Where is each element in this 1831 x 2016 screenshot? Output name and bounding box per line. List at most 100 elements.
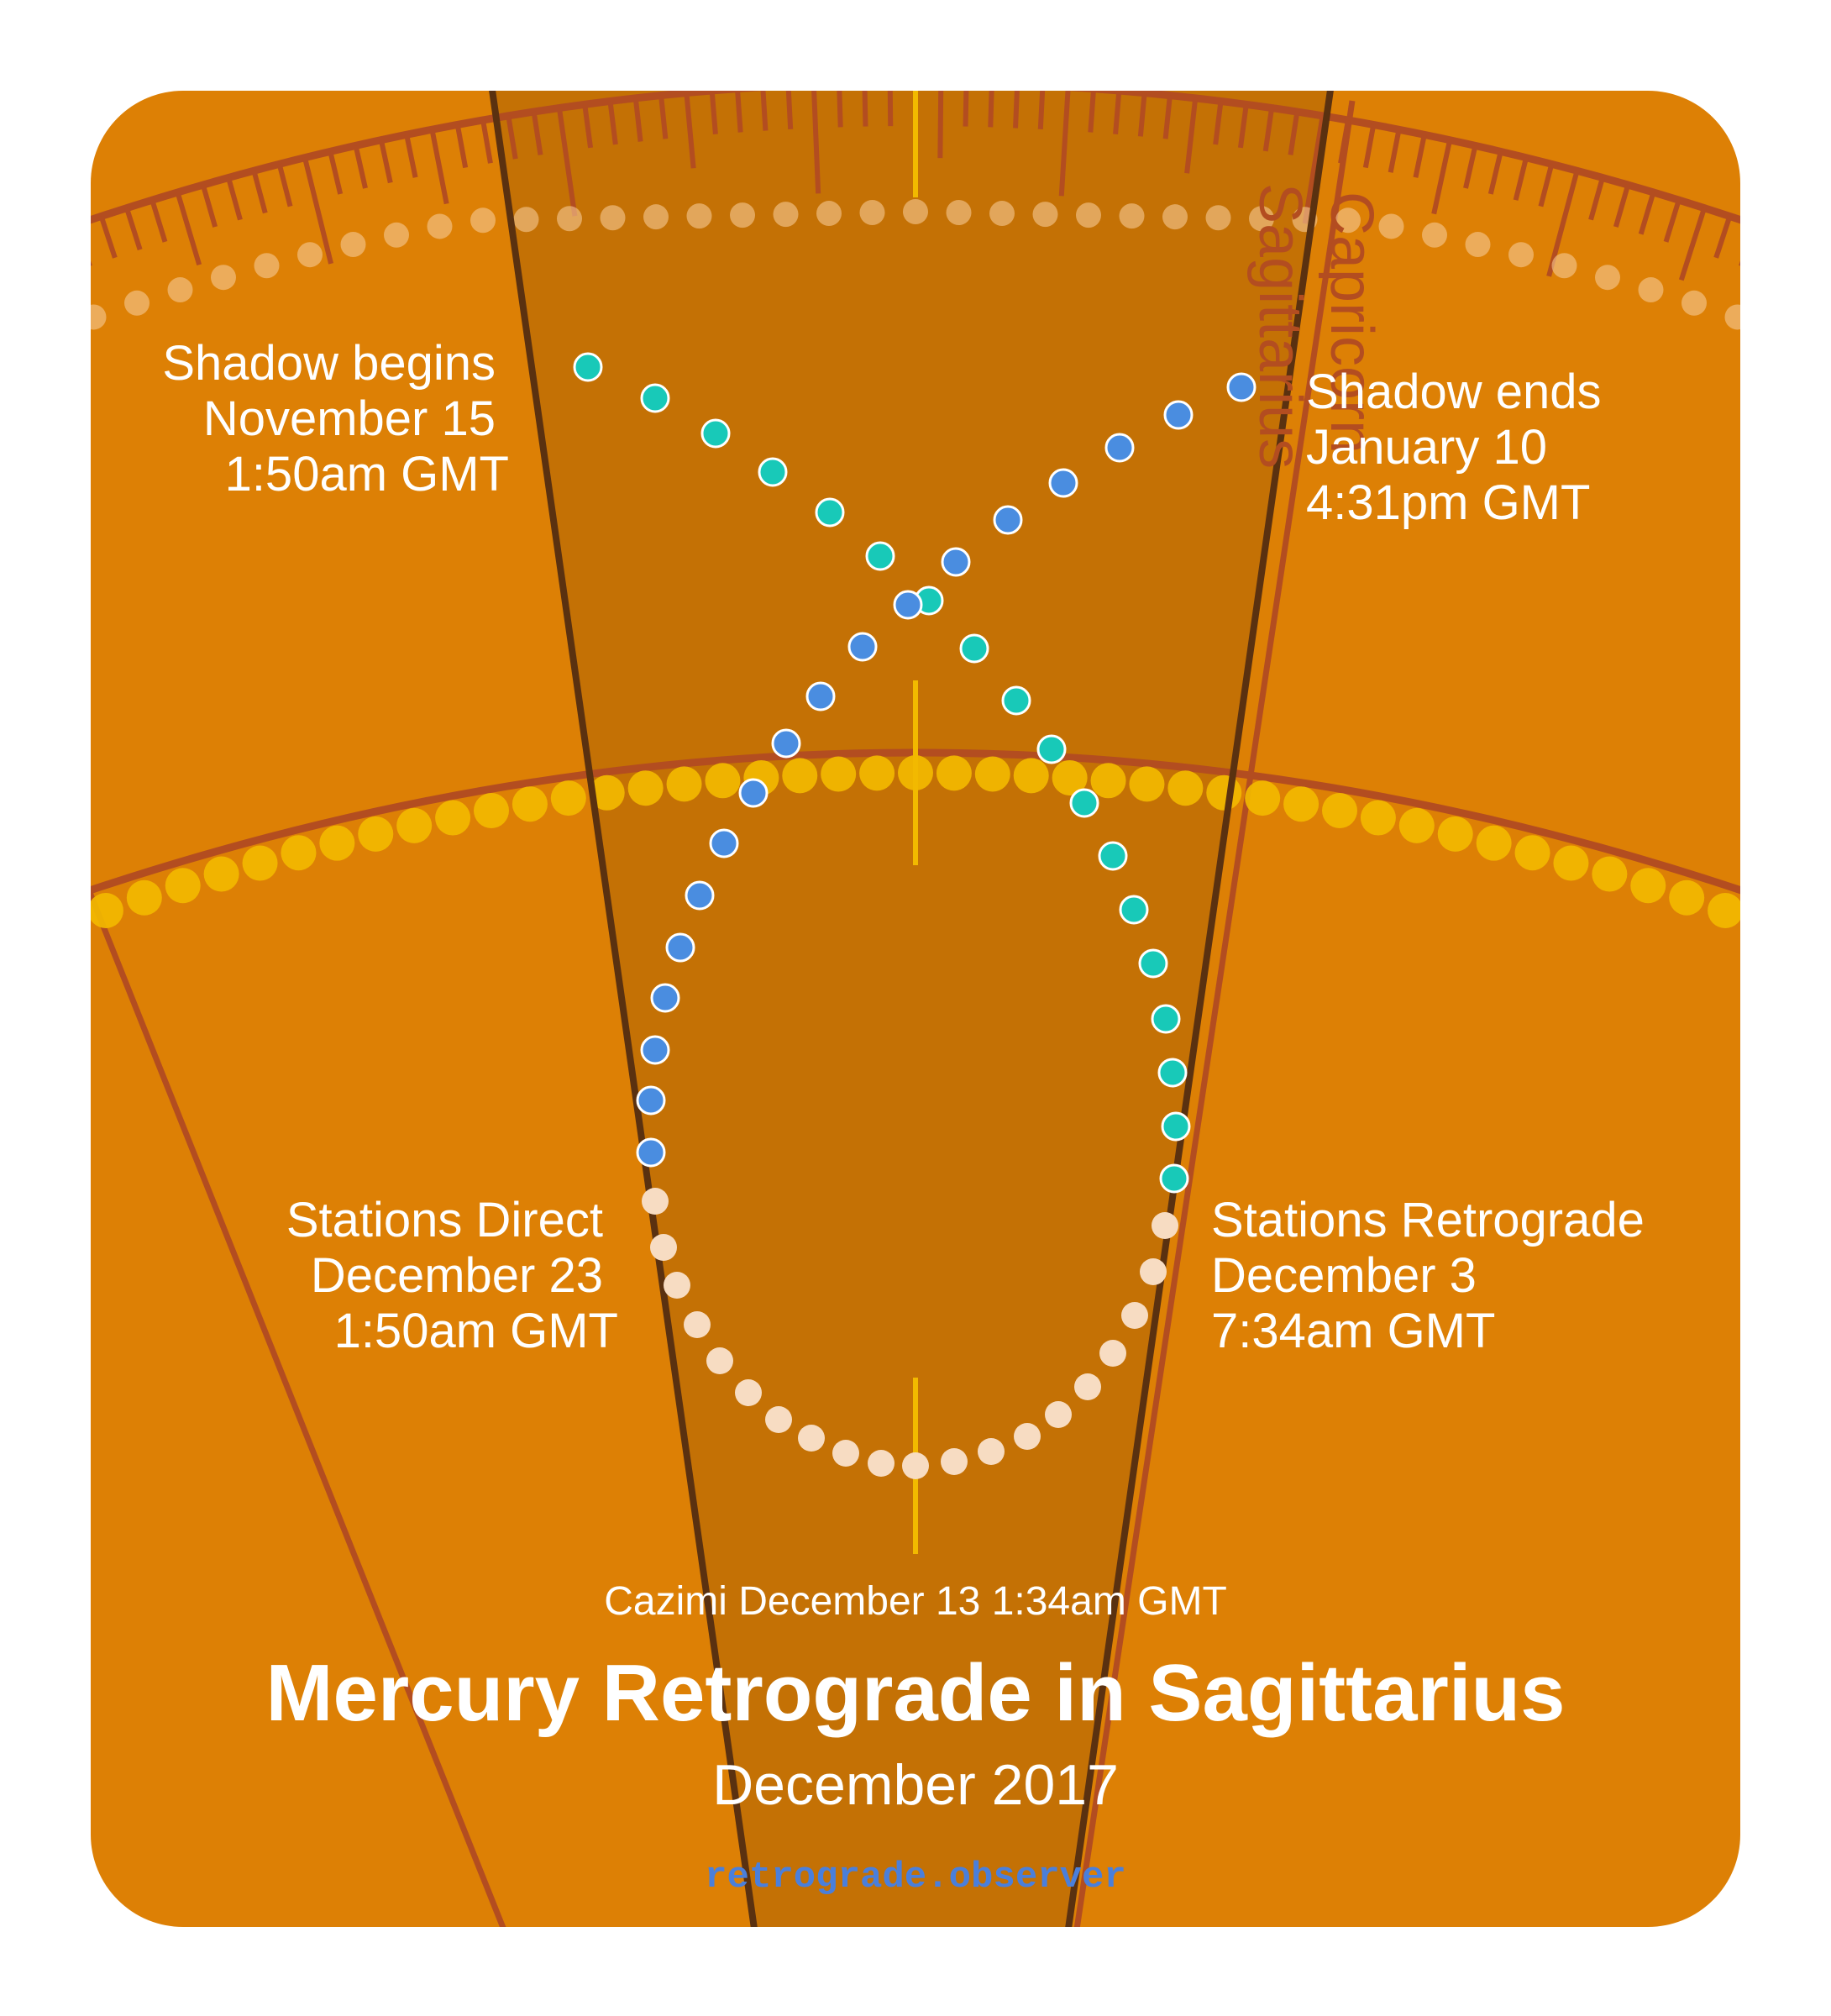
degree-tick: [811, 91, 821, 194]
shadow-begins-time: 1:50am GMT: [225, 447, 509, 501]
degree-tick: [150, 199, 168, 243]
degree-tick: [124, 207, 143, 251]
mercury-post-shadow-dot: [685, 880, 715, 911]
faint-orbit-dot: [903, 199, 928, 224]
sun-path-dot: [319, 825, 355, 861]
degree-tick: [785, 91, 794, 129]
degree-tick: [887, 91, 894, 127]
faint-orbit-dot: [91, 304, 107, 330]
shadow-begins-title: Shadow begins: [162, 336, 496, 391]
mercury-retrograde-dot: [1140, 1258, 1167, 1285]
degree-tick: [98, 215, 118, 259]
mercury-post-shadow-dot: [1226, 372, 1257, 402]
sun-path-dot: [50, 906, 85, 942]
sun-path-dot: [126, 879, 162, 916]
faint-orbit-dot: [1119, 203, 1145, 229]
degree-tick: [1058, 91, 1071, 197]
faint-orbit-dot: [384, 222, 409, 248]
sun-path-dot: [512, 786, 548, 822]
shadow-ends-title: Shadow ends: [1306, 365, 1601, 419]
degree-tick: [1413, 134, 1427, 178]
stations-direct-time: 1:50am GMT: [334, 1304, 618, 1358]
mercury-pre-shadow-dot: [700, 418, 731, 449]
faint-orbit-dot: [643, 204, 669, 230]
faint-orbit-dot: [1335, 207, 1361, 234]
degree-tick: [1487, 150, 1503, 195]
event-stations-retrograde: Stations Retrograde December 3 7:34am GM…: [1211, 1193, 1645, 1358]
degree-tick: [251, 170, 268, 214]
shadow-wedge: [491, 91, 1331, 1927]
degree-tick: [404, 134, 418, 178]
mercury-post-shadow-dot: [1048, 468, 1078, 498]
sun-path-dot: [550, 780, 586, 816]
sun-path-dot: [242, 845, 278, 881]
zodiac-view: Sagittarius Capricorn: [50, 91, 1740, 1927]
sun-path-dot: [1437, 816, 1473, 852]
degree-tick: [276, 163, 293, 207]
faint-orbit-dot: [1595, 265, 1620, 291]
stations-retrograde-date: December 3: [1211, 1248, 1477, 1303]
mercury-pre-shadow-dot: [1001, 685, 1031, 716]
degree-tick: [937, 91, 944, 159]
sun-path-dot: [358, 816, 394, 852]
sun-path-dot: [782, 758, 818, 794]
degree-tick: [1237, 103, 1249, 149]
cazimi-label: Cazimi December 13 1:34am GMT: [604, 1579, 1227, 1624]
sun-path-dot: [396, 807, 433, 843]
degree-tick: [1184, 97, 1199, 174]
mercury-retrograde-dot: [706, 1347, 733, 1374]
sign-label-sagittarius: Sagittarius: [1246, 183, 1314, 469]
faint-orbit-dot: [1465, 232, 1491, 258]
mercury-retrograde-dot: [765, 1406, 792, 1433]
sun-path-dot: [974, 756, 1010, 792]
sun-path-dot: [281, 835, 317, 871]
mercury-retrograde-dot: [1152, 1212, 1178, 1239]
degree-tick: [480, 119, 493, 164]
sun-path-dot: [203, 856, 239, 892]
stations-direct-title: Stations Direct: [286, 1193, 603, 1247]
mercury-post-shadow-dot: [738, 778, 769, 808]
degree-tick: [506, 115, 518, 160]
degree-tick: [1663, 199, 1681, 243]
mercury-post-shadow-dot: [805, 681, 836, 711]
sun-path-dot: [1630, 868, 1666, 904]
sun-path-dot: [1360, 800, 1396, 836]
faint-orbit-dot: [124, 290, 150, 316]
mercury-post-shadow-dot: [1104, 433, 1135, 463]
degree-tick: [709, 91, 718, 135]
degree-tick: [91, 223, 92, 267]
degree-tick: [760, 91, 769, 131]
mercury-post-shadow-dot: [640, 1035, 670, 1065]
sun-path-dot: [1167, 770, 1204, 806]
sign-boundary-sagittarius-capricorn: [1072, 100, 1356, 1927]
faint-orbit-dot: [211, 265, 236, 291]
sun-path-dot: [474, 793, 509, 828]
faint-orbit-dot: [1724, 304, 1740, 330]
event-stations-direct: Stations Direct December 23 1:50am GMT: [286, 1193, 618, 1358]
faint-orbit-dot: [1249, 206, 1274, 232]
mercury-retrograde-dot: [978, 1438, 1005, 1465]
mercury-pre-shadow-dot: [1151, 1004, 1181, 1034]
faint-orbit-dot: [1162, 204, 1188, 230]
sun-path-dot: [1592, 856, 1628, 892]
wedge-right-edge: [1063, 91, 1335, 1927]
event-shadow-begins: Shadow begins November 15 1:50am GMT: [162, 336, 509, 501]
mercury-post-shadow-dot: [636, 1137, 666, 1168]
mercury-post-shadow-dot: [847, 632, 878, 662]
faint-orbit-dot: [340, 232, 366, 258]
mercury-pre-shadow-dot: [1161, 1111, 1191, 1142]
degree-tick: [328, 150, 344, 195]
mercury-retrograde-dot: [1074, 1373, 1101, 1400]
sun-path-dot: [1206, 774, 1242, 811]
sun-path-dot: [435, 800, 471, 836]
page-title: Mercury Retrograde in Sagittarius: [265, 1648, 1565, 1738]
sign-label-capricorn: Capricorn: [1318, 192, 1385, 454]
mercury-pre-shadow-dot: [959, 633, 989, 664]
degree-tick: [556, 108, 578, 217]
sun-path-dot: [1090, 763, 1126, 799]
degree-tick: [837, 91, 843, 128]
degree-tick: [1362, 123, 1377, 169]
site-link[interactable]: retrograde.observer: [705, 1856, 1126, 1898]
degree-tick: [1588, 176, 1605, 221]
sun-path-dot: [589, 774, 625, 811]
